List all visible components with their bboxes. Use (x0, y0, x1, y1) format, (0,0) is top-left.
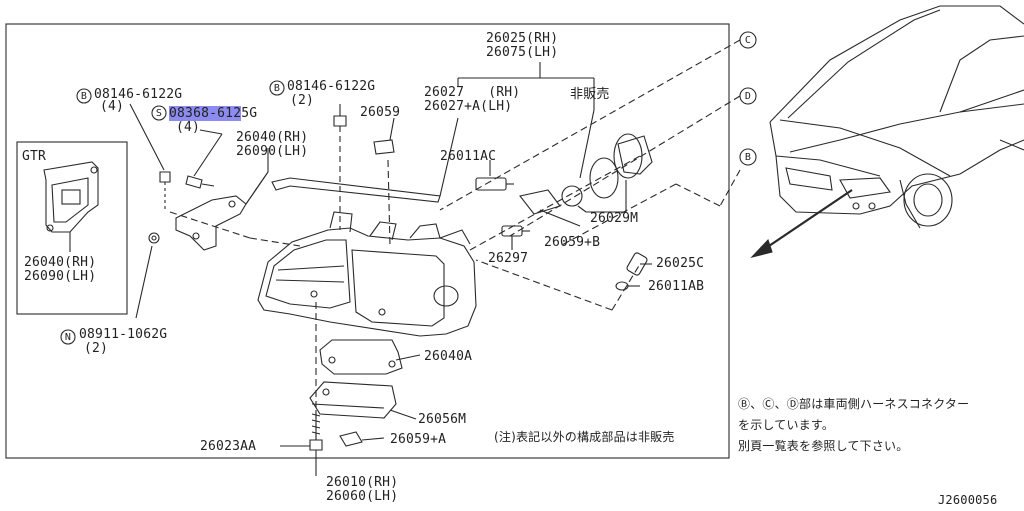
callout-n: N (64, 332, 72, 343)
callout-d: D (744, 91, 752, 102)
label-26059-drawing (373, 139, 395, 155)
label-26011ac: 26011AC (440, 149, 497, 164)
label-08368-highlight: 08368-612 (169, 106, 242, 121)
label-26040-rh: 26040(RH) (236, 130, 309, 145)
adjuster-rod-drawing (271, 177, 441, 203)
label-26059a: 26059+A (390, 432, 447, 447)
gasket-26040a-drawing (319, 339, 403, 375)
label-26027a: 26027+A(LH) (424, 99, 513, 114)
label-26090-lh: 26090(LH) (236, 144, 309, 159)
label-26011ab: 26011AB (648, 279, 705, 294)
label-26059: 26059 (360, 105, 401, 120)
diagram-frame (5, 23, 730, 459)
plug-26297-drawing (501, 225, 530, 237)
label-08911: 08911-1062G (79, 327, 168, 342)
car-illustration (769, 5, 1024, 229)
callout-circles (60, 31, 757, 345)
side-note-line-2: を示しています。 (738, 418, 835, 432)
label-26059a-drawing (339, 431, 363, 447)
label-26010: 26010(RH) (326, 475, 399, 490)
callout-c: C (744, 35, 752, 46)
bolt-drawings (148, 115, 347, 244)
label-qty-2b: (2) (84, 341, 109, 356)
socket-drawing (519, 157, 619, 215)
label-qty-4a: (4) (100, 99, 125, 114)
label-08368-tail: 5G (241, 106, 258, 121)
label-gtr-26090: 26090(LH) (24, 269, 97, 284)
headlamp-drawing (257, 211, 477, 337)
gtr-inset-box (16, 141, 128, 315)
label-26029m: 26029M (590, 211, 639, 226)
label-qty-2a: (2) (290, 93, 315, 108)
dashed-lines (169, 39, 741, 440)
note-not-sold: (注)表記以外の構成部品は非販売 (494, 430, 675, 444)
label-26060: 26060(LH) (326, 489, 399, 504)
label-26075: 26075(LH) (486, 45, 559, 60)
label-08146-1: 08146-6122G (94, 87, 183, 102)
label-08368: 08368-6125G (169, 106, 258, 121)
module-26056m-drawing (309, 381, 397, 419)
drawing-id: J2600056 (938, 493, 998, 507)
direction-arrow (750, 189, 853, 258)
label-26059b: 26059+B (544, 235, 601, 250)
callout-b-2: B (273, 83, 281, 94)
label-26056m: 26056M (418, 412, 467, 427)
bulb-26025c-drawing (615, 252, 648, 291)
callout-b-1: B (80, 91, 88, 102)
label-gtr-26040: 26040(RH) (24, 255, 97, 270)
label-26025: 26025(RH) (486, 31, 559, 46)
side-note-line-3: 別頁一覧表を参照して下さい。 (738, 439, 909, 453)
label-gtr: GTR (22, 149, 47, 164)
cover-26029m-drawing (613, 133, 653, 179)
callout-b-car: B (744, 152, 752, 163)
label-not-sold: 非販売 (570, 87, 610, 102)
callout-s: S (155, 108, 163, 119)
gtr-bracket-drawing (43, 161, 99, 252)
bulb-26011ac-drawing (475, 166, 514, 191)
side-note-line-1: Ⓑ、Ⓒ、Ⓓ部は車両側ハーネスコネクター (738, 397, 970, 411)
label-26040a: 26040A (424, 349, 473, 364)
label-26027: 26027 (RH) (424, 85, 521, 100)
label-26297: 26297 (488, 251, 529, 266)
label-26025c: 26025C (656, 256, 705, 271)
label-qty-4b: (4) (176, 120, 201, 135)
label-08146-2: 08146-6122G (287, 79, 376, 94)
label-26023aa: 26023AA (200, 439, 257, 454)
leader-lines (129, 62, 652, 476)
